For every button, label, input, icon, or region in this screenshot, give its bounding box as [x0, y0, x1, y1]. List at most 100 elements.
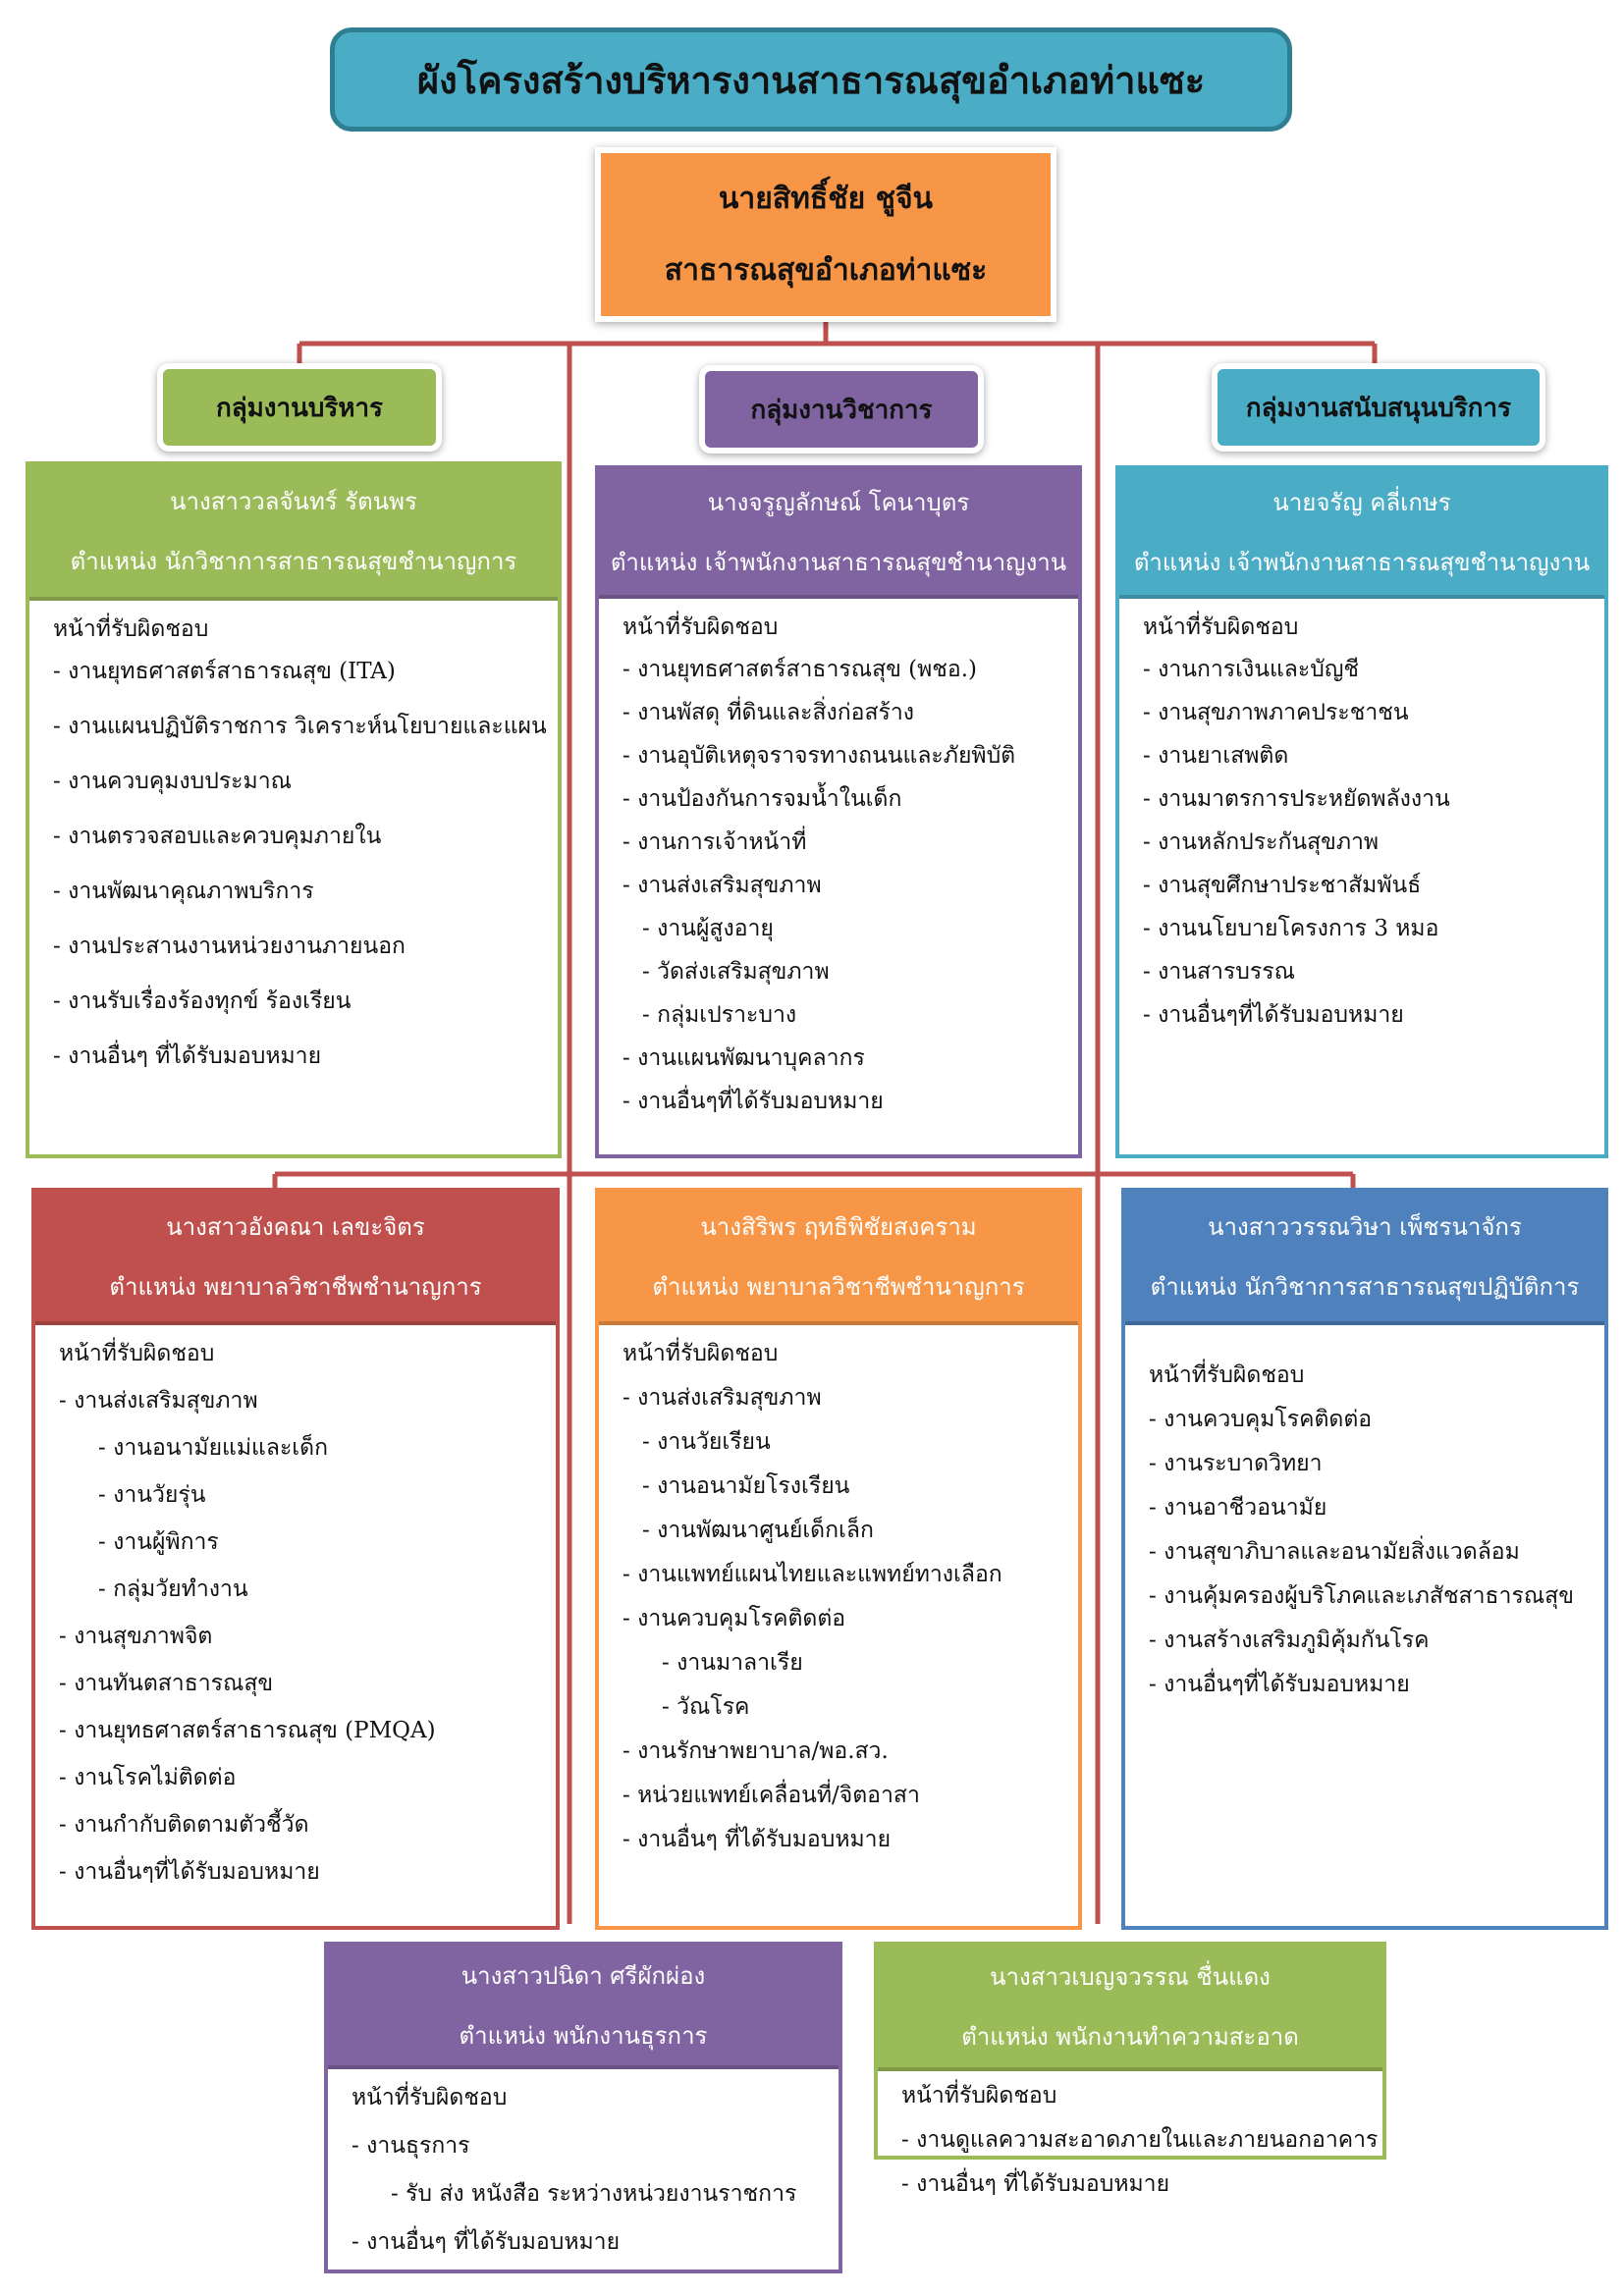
staff-card-header: นายจรัญ คลี่เกษร ตำแหน่ง เจ้าพนักงานสาธา…	[1119, 469, 1604, 599]
staff-card-cleaning: นางสาวเบญจวรรณ ชื่นแดง ตำแหน่ง พนักงานทำ…	[874, 1942, 1386, 2196]
responsibility-title: หน้าที่รับผิดชอบ	[352, 2085, 508, 2110]
group-label: กลุ่มงานสนับสนุนบริการ	[1245, 393, 1512, 423]
responsibility-item: - งานทันตสาธารณสุข	[59, 1671, 274, 1696]
responsibility-item: - งานสุขาภิบาลและอนามัยสิ่งแวดล้อม	[1149, 1539, 1520, 1565]
responsibility-item: - งานมาตรการประหยัดพลังงาน	[1143, 786, 1450, 812]
staff-card-support: นายจรัญ คลี่เกษร ตำแหน่ง เจ้าพนักงานสาธา…	[1115, 465, 1608, 1158]
group-admin: กลุ่มงานบริหาร	[157, 363, 442, 452]
staff-card-header: นางสาวอังคณา เลขะจิตร ตำแหน่ง พยาบาลวิชา…	[35, 1192, 556, 1325]
responsibility-item: - งานพัสดุ ที่ดินและสิ่งก่อสร้าง	[623, 700, 915, 725]
responsibility-item: - งานพัฒนาคุณภาพบริการ	[53, 879, 314, 904]
responsibility-item: - งานนโยบายโครงการ 3 หมอ	[1143, 916, 1439, 941]
responsibility-item: - งานอื่นๆ ที่ได้รับมอบหมาย	[901, 2171, 1170, 2197]
responsibility-list: หน้าที่รับผิดชอบ - งานดูแลความสะอาดภายใน…	[878, 2071, 1382, 2214]
chief-name: นายสิทธิ์ชัย ชูจีน	[718, 182, 934, 216]
group-academic: กลุ่มงานวิชาการ	[699, 365, 984, 454]
responsibility-title: หน้าที่รับผิดชอบ	[1143, 614, 1299, 640]
responsibility-item: - งานป้องกันการจมน้ำในเด็ก	[623, 786, 902, 812]
staff-card-clerical: นางสาวปนิดา ศรีผักผ่อง ตำแหน่ง พนักงานธุ…	[324, 1942, 842, 2273]
responsibility-item: - งานธุรการ	[352, 2133, 470, 2159]
responsibility-subitem: - กลุ่มเปราะบาง	[642, 1002, 797, 1028]
staff-name: นายจรัญ คลี่เกษร	[1272, 489, 1451, 516]
responsibility-subitem: - รับ ส่ง หนังสือ ระหว่างหน่วยงานราชการ	[391, 2181, 797, 2207]
staff-card-health-promotion: นางสาวอังคณา เลขะจิตร ตำแหน่ง พยาบาลวิชา…	[31, 1188, 560, 1930]
responsibility-item: - งานอุบัติเหตุจราจรทางถนนและภัยพิบัติ	[623, 743, 1016, 769]
staff-card-header: นางจรูญลักษณ์ โคนาบุตร ตำแหน่ง เจ้าพนักง…	[599, 469, 1078, 599]
staff-name: นางสาวอังคณา เลขะจิตร	[166, 1213, 425, 1241]
responsibility-item: - งานการเจ้าหน้าที่	[623, 829, 807, 855]
responsibility-title: หน้าที่รับผิดชอบ	[1149, 1362, 1305, 1388]
responsibility-title: หน้าที่รับผิดชอบ	[623, 1341, 779, 1366]
responsibility-item: - หน่วยแพทย์เคลื่อนที่/จิตอาสา	[623, 1783, 920, 1808]
responsibility-item: - งานอาชีวอนามัย	[1149, 1495, 1327, 1521]
staff-name: นางสิริพร ฤทธิพิชัยสงคราม	[700, 1213, 977, 1241]
responsibility-item: - งานควบคุมโรคติดต่อ	[1149, 1407, 1373, 1432]
responsibility-item: - งานส่งเสริมสุขภาพ	[59, 1388, 258, 1414]
responsibility-item: - งานแพทย์แผนไทยและแพทย์ทางเลือก	[623, 1562, 1002, 1587]
staff-position: ตำแหน่ง นักวิชาการสาธารณสุขชำนาญการ	[70, 548, 517, 575]
responsibility-title: หน้าที่รับผิดชอบ	[623, 614, 779, 640]
responsibility-item: - งานยุทธศาสตร์สาธารณสุข (PMQA)	[59, 1718, 436, 1743]
responsibility-subitem: - งานผู้พิการ	[98, 1529, 219, 1555]
responsibility-subitem: - งานอนามัยแม่และเด็ก	[98, 1435, 329, 1461]
responsibility-item: - งานแผนพัฒนาบุคลากร	[623, 1045, 865, 1071]
staff-position: ตำแหน่ง นักวิชาการสาธารณสุขปฏิบัติการ	[1150, 1273, 1580, 1301]
responsibility-item: - งานอื่นๆ ที่ได้รับมอบหมาย	[352, 2229, 621, 2255]
responsibility-item: - งานอื่นๆที่ได้รับมอบหมาย	[1143, 1002, 1404, 1028]
group-support-service: กลุ่มงานสนับสนุนบริการ	[1212, 363, 1545, 452]
responsibility-item: - งานอื่นๆ ที่ได้รับมอบหมาย	[53, 1043, 322, 1069]
responsibility-list: หน้าที่รับผิดชอบ - งานยุทธศาสตร์สาธารณสุ…	[29, 601, 558, 1086]
responsibility-item: - งานยุทธศาสตร์สาธารณสุข (ITA)	[53, 659, 396, 684]
chief-box: นายสิทธิ์ชัย ชูจีน สาธารณสุขอำเภอท่าแซะ	[595, 147, 1056, 322]
responsibility-item: - งานหลักประกันสุขภาพ	[1143, 829, 1380, 855]
responsibility-subitem: - กลุ่มวัยทำงาน	[98, 1576, 248, 1602]
responsibility-item: - งานโรคไม่ติดต่อ	[59, 1765, 237, 1790]
responsibility-item: - งานระบาดวิทยา	[1149, 1451, 1323, 1476]
responsibility-list: หน้าที่รับผิดชอบ - งานยุทธศาสตร์สาธารณสุ…	[599, 599, 1078, 1131]
responsibility-item: - งานสร้างเสริมภูมิคุ้มกันโรค	[1149, 1628, 1430, 1653]
responsibility-list: หน้าที่รับผิดชอบ - งานส่งเสริมสุขภาพ - ง…	[35, 1325, 556, 1901]
responsibility-list: หน้าที่รับผิดชอบ - งานธุรการ - รับ ส่ง ห…	[328, 2069, 839, 2271]
staff-position: ตำแหน่ง พยาบาลวิชาชีพชำนาญการ	[652, 1273, 1025, 1301]
staff-name: นางสาววรรณวิษา เพ็ชรนาจักร	[1208, 1213, 1522, 1241]
responsibility-item: - งานรักษาพยาบาล/พอ.สว.	[623, 1738, 889, 1764]
staff-position: ตำแหน่ง พนักงานทำความสะอาด	[961, 2023, 1299, 2051]
group-label: กลุ่มงานบริหาร	[215, 393, 384, 423]
staff-position: ตำแหน่ง เจ้าพนักงานสาธารณสุขชำนาญงาน	[610, 549, 1067, 576]
responsibility-item: - งานอื่นๆที่ได้รับมอบหมาย	[59, 1859, 320, 1885]
responsibility-list: หน้าที่รับผิดชอบ - งานการเงินและบัญชี - …	[1119, 599, 1604, 1044]
responsibility-list: หน้าที่รับผิดชอบ - งานควบคุมโรคติดต่อ - …	[1125, 1325, 1604, 1714]
chief-position: สาธารณสุขอำเภอท่าแซะ	[664, 253, 988, 288]
responsibility-item: - งานยาเสพติด	[1143, 743, 1289, 769]
responsibility-title: หน้าที่รับผิดชอบ	[59, 1341, 215, 1366]
responsibility-subitem: - วัดส่งเสริมสุขภาพ	[642, 959, 830, 985]
responsibility-subitem: - วัณโรค	[662, 1694, 750, 1720]
staff-name: นางจรูญลักษณ์ โคนาบุตร	[707, 489, 970, 516]
staff-position: ตำแหน่ง เจ้าพนักงานสาธารณสุขชำนาญงาน	[1133, 549, 1591, 576]
responsibility-item: - งานสุขภาพภาคประชาชน	[1143, 700, 1409, 725]
responsibility-item: - งานตรวจสอบและควบคุมภายใน	[53, 824, 382, 849]
responsibility-subitem: - งานวัยรุ่น	[98, 1482, 206, 1508]
responsibility-item: - งานประสานงานหน่วยงานภายนอก	[53, 934, 406, 959]
staff-position: ตำแหน่ง พยาบาลวิชาชีพชำนาญการ	[109, 1273, 482, 1301]
responsibility-item: - งานอื่นๆที่ได้รับมอบหมาย	[1149, 1672, 1410, 1697]
responsibility-item: - งานรับเรื่องร้องทุกข์ ร้องเรียน	[53, 988, 352, 1014]
responsibility-list: หน้าที่รับผิดชอบ - งานส่งเสริมสุขภาพ - ง…	[599, 1325, 1078, 1869]
responsibility-item: - งานอื่นๆที่ได้รับมอบหมาย	[623, 1089, 884, 1114]
staff-card-header: นางสาววรรณวิษา เพ็ชรนาจักร ตำแหน่ง นักวิ…	[1125, 1192, 1604, 1325]
responsibility-subitem: - งานผู้สูงอายุ	[642, 916, 774, 941]
responsibility-item: - งานกำกับติดตามตัวชี้วัด	[59, 1812, 309, 1838]
staff-name: นางสาวเบญจวรรณ ชื่นแดง	[990, 1963, 1271, 1991]
responsibility-subitem: - งานอนามัยโรงเรียน	[642, 1473, 850, 1499]
responsibility-item: - งานส่งเสริมสุขภาพ	[623, 873, 822, 898]
responsibility-item: - งานคุ้มครองผู้บริโภคและเภสัชสาธารณสุข	[1149, 1583, 1574, 1609]
staff-card-planning: นางสาววลจันทร์ รัตนพร ตำแหน่ง นักวิชาการ…	[26, 461, 562, 1158]
staff-card-header: นางสาวเบญจวรรณ ชื่นแดง ตำแหน่ง พนักงานทำ…	[878, 1946, 1382, 2071]
responsibility-item: - งานดูแลความสะอาดภายในและภายนอกอาคาร	[901, 2127, 1379, 2153]
responsibility-item: - งานสุขภาพจิต	[59, 1624, 213, 1649]
group-label: กลุ่มงานวิชาการ	[750, 395, 933, 425]
responsibility-subitem: - งานมาลาเรีย	[662, 1650, 803, 1676]
staff-card-epidemiology: นางสาววรรณวิษา เพ็ชรนาจักร ตำแหน่ง นักวิ…	[1121, 1188, 1608, 1930]
staff-name: นางสาวปนิดา ศรีผักผ่อง	[460, 1962, 706, 1990]
